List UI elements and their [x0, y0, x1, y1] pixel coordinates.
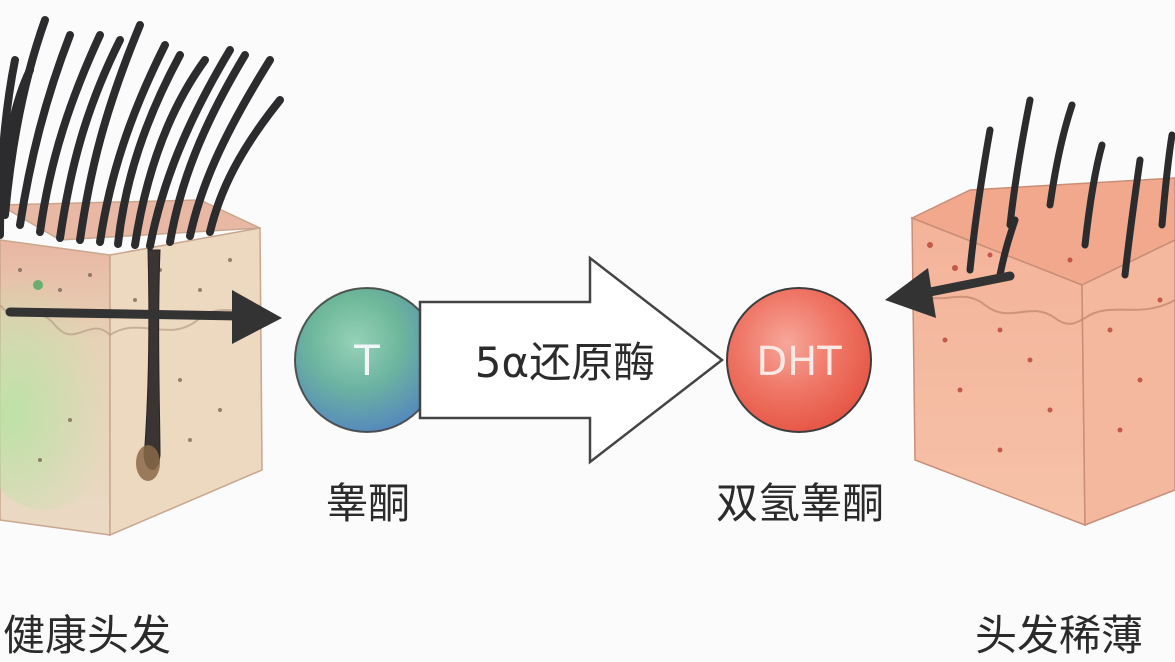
- healthy-skin-side: [109, 227, 263, 537]
- dht-ball: DHT: [726, 287, 872, 433]
- testosterone-ball: T: [294, 287, 440, 433]
- testosterone-symbol: T: [353, 336, 380, 385]
- healthy-arrow: [5, 290, 282, 344]
- testosterone-label: 睾酮: [326, 479, 410, 528]
- thinning-hair-label: 头发稀薄: [975, 611, 1143, 660]
- healthy-hair-label: 健康头发: [3, 611, 171, 660]
- conversion-arrow: 5α还原酶: [418, 255, 725, 465]
- enzyme-label: 5α还原酶: [475, 338, 655, 387]
- healthy-skin-block: [0, 16, 284, 537]
- dht-label: 双氢睾酮: [716, 479, 884, 528]
- thinning-skin-block: [885, 96, 1175, 527]
- thinning-skin-side: [1081, 239, 1175, 527]
- thinning-arrow: [885, 268, 1015, 318]
- dht-symbol: DHT: [756, 339, 842, 385]
